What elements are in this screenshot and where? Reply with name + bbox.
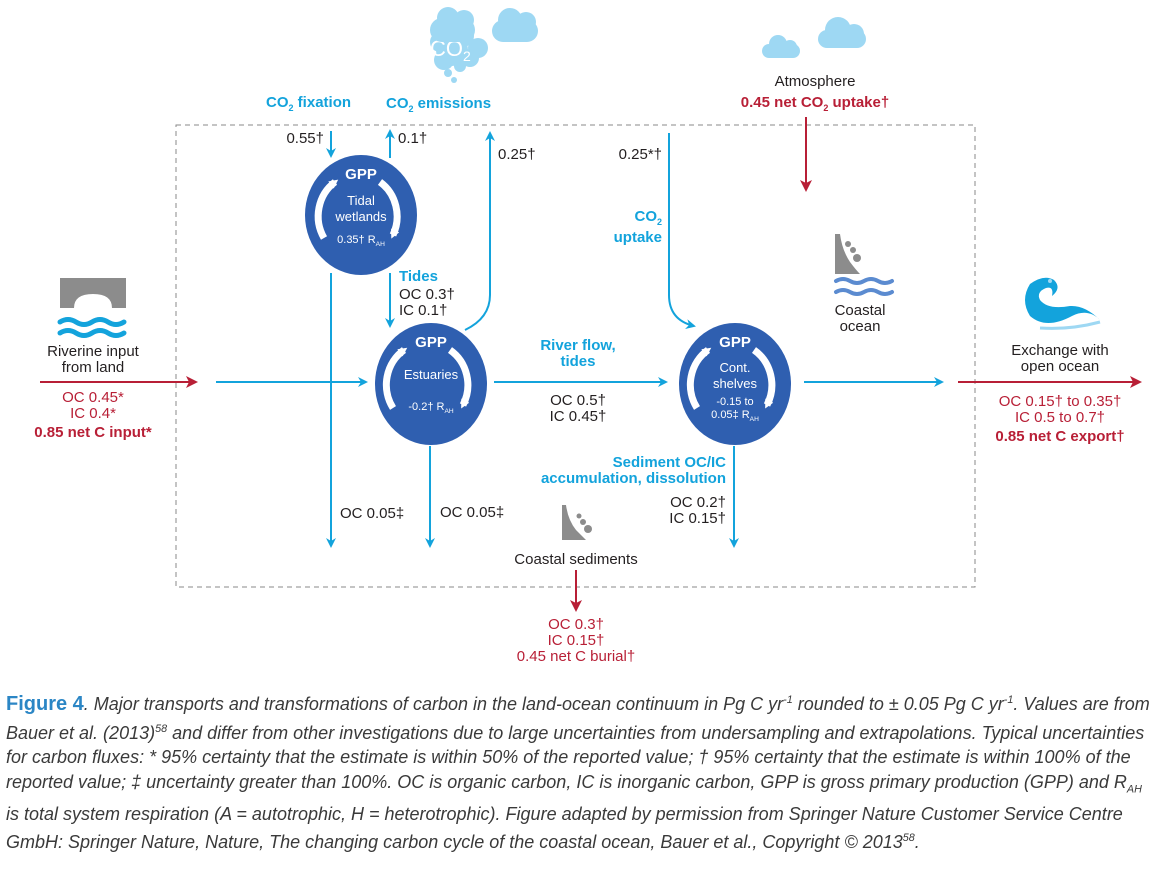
estuary-burial-value: OC 0.05‡ <box>440 504 505 521</box>
shelves-name: Cont.shelves <box>712 360 758 391</box>
wetlands-respiration: 0.35† RAH <box>337 234 385 249</box>
open-ocean-values: OC 0.15† to 0.35†IC 0.5 to 0.7† <box>998 393 1122 426</box>
shelves-gpp-label: GPP <box>719 334 751 351</box>
estuary-co2-emission-arrow <box>464 131 495 331</box>
wetlands-gpp-label: GPP <box>345 166 377 183</box>
cliff-icon <box>835 234 861 274</box>
cloud-icon <box>430 7 475 42</box>
coastal-sediments-values: OC 0.3†IC 0.15†0.45 net C burial† <box>516 616 636 665</box>
river-flow-values: OC 0.5†IC 0.45† <box>549 392 607 425</box>
atmosphere-net-uptake: 0.45 net CO2 uptake† <box>740 94 890 113</box>
cloud-icon <box>492 8 538 42</box>
tides-values: OC 0.3†IC 0.1† <box>399 286 455 319</box>
coastal-sediments-label: Coastal sediments <box>514 551 638 568</box>
estuary-co2-emission-value: 0.25† <box>498 146 536 163</box>
tidal-wetlands-node <box>305 155 417 275</box>
estuaries-gpp-label: GPP <box>415 334 447 351</box>
estuaries-respiration: -0.2† RAH <box>408 401 454 416</box>
atmosphere-label: Atmosphere <box>774 73 856 90</box>
sediment-icon <box>562 505 592 540</box>
river-flow-label: River flow,tides <box>540 337 616 370</box>
estuaries-node <box>375 323 487 445</box>
estuaries-name: Estuaries <box>403 367 459 382</box>
shelf-co2-uptake-arrow <box>668 133 696 329</box>
co2-emission-value: 0.1† <box>398 130 428 147</box>
bridge-icon <box>60 278 126 308</box>
tides-label: Tides <box>399 268 438 285</box>
riverine-values: OC 0.45*IC 0.4* <box>62 389 124 422</box>
wetland-burial-value: OC 0.05‡ <box>340 505 405 522</box>
continental-shelves-node <box>679 323 791 445</box>
riverine-net-input: 0.85 net C input* <box>34 424 152 441</box>
shelf-co2-uptake-value: 0.25*† <box>618 146 662 163</box>
co2-fixation-label: CO2 fixation <box>266 94 352 113</box>
open-ocean-net-export: 0.85 net C export† <box>995 428 1125 445</box>
ocean-waves-icon <box>834 277 894 296</box>
sediment-flux-values: OC 0.2†IC 0.15† <box>669 494 726 527</box>
figure-caption: Figure 4. Major transports and transform… <box>6 693 1150 853</box>
estuaries-text: GPP Estuaries -0.2† RAH <box>375 334 487 418</box>
co2-fixation-value: 0.55† <box>286 130 324 147</box>
atmosphere-cloud-icon <box>762 17 866 58</box>
river-waves-icon <box>57 317 127 338</box>
co2-emissions-label: CO2 emissions <box>386 95 492 114</box>
open-ocean-wave-icon <box>1025 277 1101 330</box>
figure-label: Figure 4 <box>6 693 84 715</box>
